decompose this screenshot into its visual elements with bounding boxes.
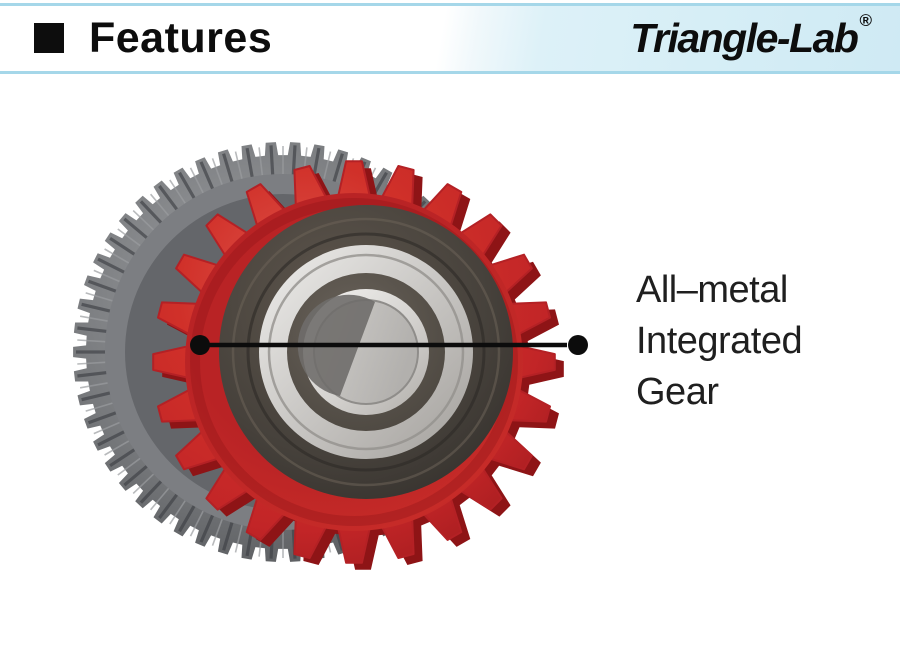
section-title: Features	[34, 5, 272, 71]
callout-dot-right	[568, 335, 588, 355]
feature-annotation: All–metal Integrated Gear	[636, 265, 803, 418]
red-gear	[152, 160, 564, 570]
brand-logo: Triangle-Lab ®	[630, 5, 872, 71]
bearing	[219, 205, 513, 499]
square-bullet-icon	[34, 23, 64, 53]
header-bar: Features Triangle-Lab ®	[0, 0, 900, 75]
header-bottom-rule	[0, 71, 900, 74]
header-gradient-panel	[0, 5, 900, 71]
callout	[190, 335, 588, 355]
annotation-line: All–metal	[636, 269, 788, 311]
bore-hole	[315, 301, 417, 403]
annotation-line: Integrated	[636, 320, 803, 362]
header-top-rule	[0, 3, 900, 6]
bore-shadow	[297, 294, 375, 396]
section-title-label: Features	[89, 13, 273, 62]
registered-trademark-icon: ®	[859, 11, 872, 30]
callout-dot-left	[190, 335, 210, 355]
annotation-line: Gear	[636, 371, 719, 413]
worm-wheel	[73, 142, 493, 562]
brand-name: Triangle-Lab	[630, 14, 859, 61]
